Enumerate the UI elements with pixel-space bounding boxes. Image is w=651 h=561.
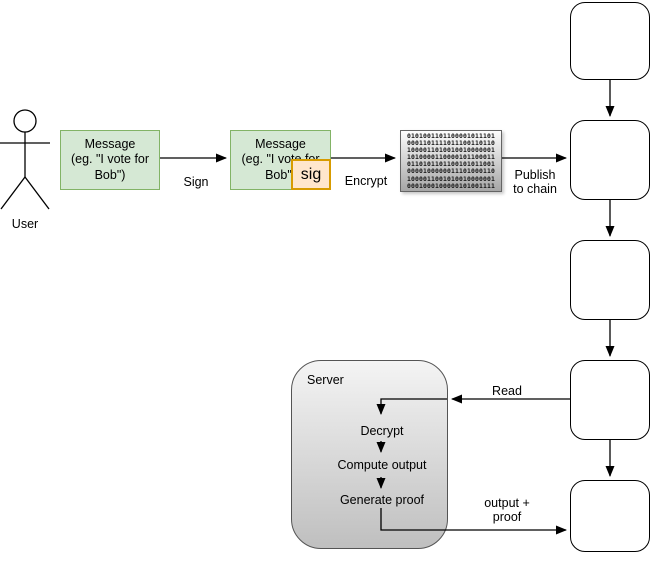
- binary-line: 0110101101100101011001: [407, 160, 495, 169]
- binary-line: 0101001101100001011101: [407, 132, 495, 140]
- publish-arrow-label: Publish to chain: [513, 168, 557, 196]
- chain-block-4[interactable]: [570, 360, 650, 440]
- encrypt-arrow-label: Encrypt: [344, 174, 388, 188]
- chain-block-3[interactable]: [570, 240, 650, 320]
- message-box-1[interactable]: Message (eg. "I vote for Bob"): [60, 130, 160, 190]
- user-label: User: [11, 217, 39, 231]
- binary-line: 0001000100000101001111: [407, 181, 495, 190]
- server-box[interactable]: [291, 360, 448, 549]
- output-proof-arrow-label: output + proof: [484, 496, 530, 524]
- sign-arrow-label: Sign: [183, 175, 209, 189]
- server-step-generate-proof: Generate proof: [339, 493, 425, 507]
- server-step-decrypt: Decrypt: [360, 424, 404, 438]
- user-actor-icon[interactable]: [0, 109, 50, 210]
- binary-line: 1010000110000101100011: [407, 153, 495, 162]
- chain-block-2[interactable]: [570, 120, 650, 200]
- sig-tag[interactable]: sig: [291, 159, 331, 190]
- binary-line: 1000011010010010000001: [407, 146, 495, 155]
- chain-block-1[interactable]: [570, 2, 650, 80]
- ciphertext-box[interactable]: 0101001101100001011101 00011011110111001…: [400, 130, 502, 192]
- binary-line: 0000100000011101000110: [407, 167, 495, 176]
- server-title: Server: [307, 373, 344, 387]
- binary-line: 1000011001010010000001: [407, 174, 495, 183]
- server-step-compute-output: Compute output: [337, 458, 427, 472]
- chain-block-5[interactable]: [570, 480, 650, 552]
- read-arrow-label: Read: [492, 384, 522, 398]
- binary-line: 0001101111011100110110: [407, 139, 495, 148]
